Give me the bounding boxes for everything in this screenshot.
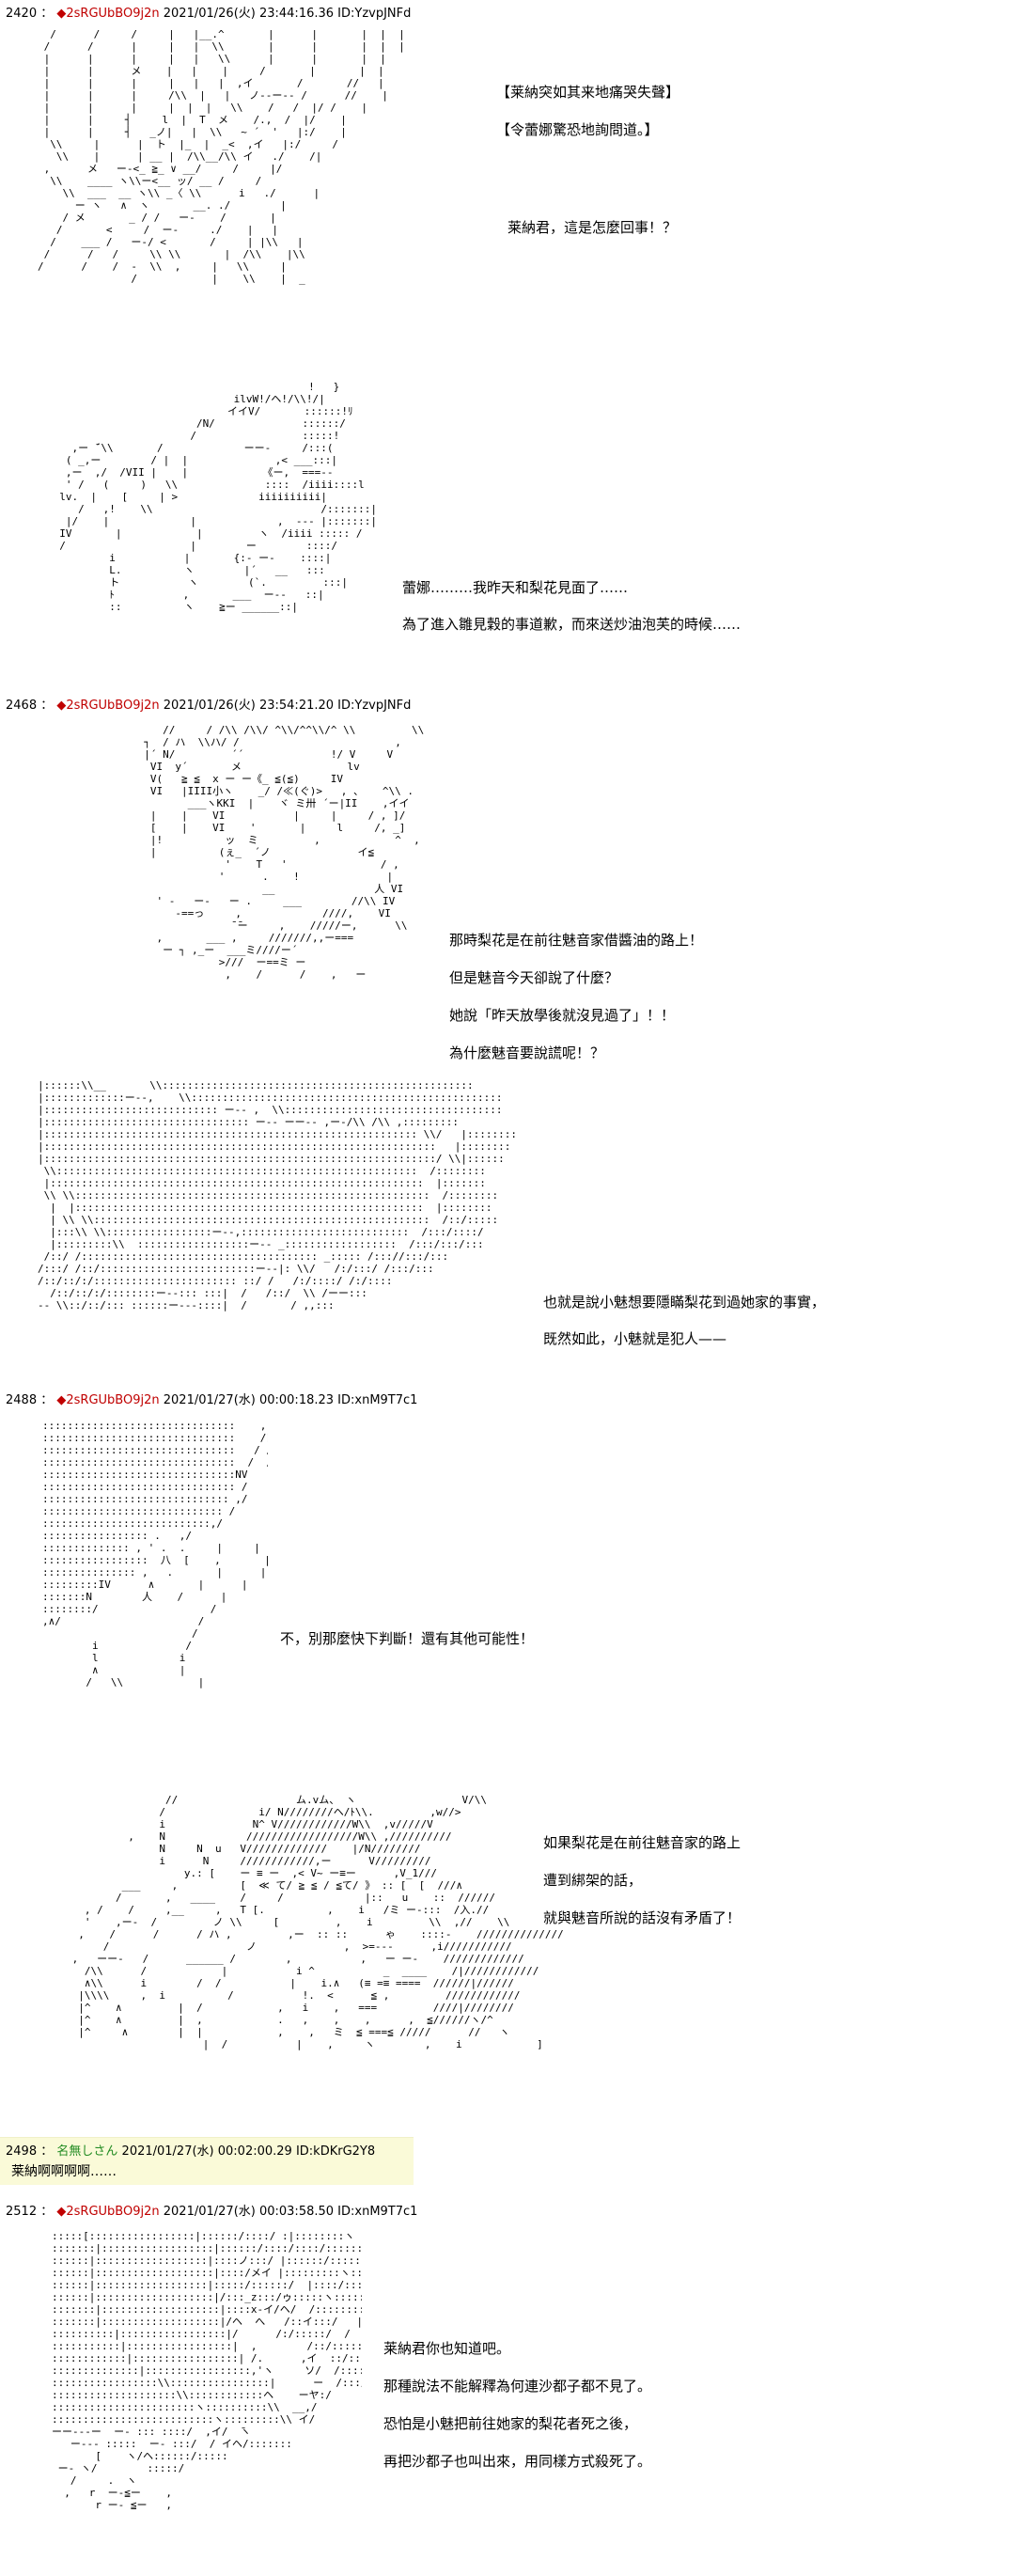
post-number[interactable]: 2498	[6, 2144, 38, 2159]
ascii-art-keiichi-shocked: // / /\\ /\\/ ^\\/^^\\/^ \\ \\ ┐ / ハ \\ハ…	[144, 724, 425, 981]
ascii-art-keiichi-pointing: ::::::::::::::::::::::::::::::: ,トj ::::…	[42, 1420, 268, 1689]
post-header: 2488 ： ◆2sRGUbBO9j2n 2021/01/27(水) 00:00…	[6, 1392, 417, 1409]
ascii-art-rena-background: |::::::\\__ \\::::::::::::::::::::::::::…	[38, 1079, 517, 1312]
post-date-id: 2021/01/26(火) 23:44:16.36 ID:YzvpJNFd	[163, 7, 412, 21]
dialogue-line: 再把沙都子也叫出來，用同樣方式殺死了。	[383, 2453, 652, 2470]
separator: ：	[40, 2205, 54, 2219]
post-header: 2498 ： 名無しさん 2021/01/27(水) 00:02:00.29 I…	[6, 2144, 375, 2160]
dialogue-line: 【莱納突如其来地痛哭失聲】	[496, 84, 680, 101]
dialogue-line: 那時梨花是在前往魅音家借醬油的路上！	[449, 932, 704, 949]
dialogue-line: 但是魅音今天卻說了什麼？	[449, 969, 619, 986]
separator: ：	[40, 1393, 54, 1407]
post-header: 2468 ： ◆2sRGUbBO9j2n 2021/01/26(火) 23:54…	[6, 698, 411, 715]
dialogue-line: 就與魅音所說的話沒有矛盾了！	[543, 1909, 742, 1926]
post-number[interactable]: 2468	[6, 699, 38, 713]
dialogue-line: 蕾娜………我昨天和梨花見面了……	[402, 579, 629, 596]
post-number[interactable]: 2420	[6, 7, 38, 21]
dialogue-line: 遭到綁架的話，	[543, 1872, 643, 1889]
dialogue-line: 為什麼魅音要說謊呢！？	[449, 1045, 605, 1061]
ascii-art-rena-face: ! } ilvW!/ヘ!/\\!/| イイV/ ::::::!ﾘ /N/ :::…	[59, 381, 377, 613]
separator: ：	[40, 699, 54, 713]
poster-trip[interactable]: ◆2sRGUbBO9j2n	[56, 2205, 160, 2219]
post-header: 2512 ： ◆2sRGUbBO9j2n 2021/01/27(水) 00:03…	[6, 2204, 417, 2221]
dialogue-line: 為了進入雛見穀的事道歉，而來送炒油泡芙的時候……	[402, 616, 742, 633]
poster-name: 名無しさん	[56, 2144, 118, 2159]
separator: ：	[40, 7, 54, 21]
dialogue-line: 那種說法不能解釋為何連沙都子都不見了。	[383, 2378, 652, 2395]
ascii-art-rena-speaking: :::::[:::::::::::::::::|::::::/::::/ :|:…	[52, 2230, 362, 2511]
dialogue-line: 莱納君你也知道吧。	[383, 2340, 511, 2357]
dialogue-line: 既然如此，小魅就是犯人——	[543, 1330, 727, 1347]
dialogue-line: 也就是說小魅想要隱瞞梨花到過她家的事實，	[543, 1294, 826, 1311]
ascii-art-rena-crying: / / / | |__.^ | | | | | / / | | | \\ | |…	[38, 28, 405, 285]
dialogue-line: 莱納君，這是怎麼回事！？	[508, 219, 678, 236]
reply-body: 莱納啊啊啊啊……	[11, 2164, 117, 2179]
post-header: 2420 ： ◆2sRGUbBO9j2n 2021/01/26(火) 23:44…	[6, 6, 411, 23]
poster-trip[interactable]: ◆2sRGUbBO9j2n	[56, 1393, 160, 1407]
dialogue-line: 如果梨花是在前往魅音家的路上	[543, 1834, 742, 1851]
post-number[interactable]: 2512	[6, 2205, 38, 2219]
post-number[interactable]: 2488	[6, 1393, 38, 1407]
poster-trip[interactable]: ◆2sRGUbBO9j2n	[56, 699, 160, 713]
dialogue-line: 她說「昨天放學後就沒見過了」！！	[449, 1007, 676, 1024]
post-date-id: 2021/01/27(水) 00:03:58.50 ID:xnM9T7c1	[163, 2205, 418, 2219]
ascii-art-keiichi-thinking: // ム.vム、 ヽ V/\\ / i/ N////////ヘ/ﾄ\\. ,w/…	[71, 1794, 564, 2050]
post-date-id: 2021/01/27(水) 00:02:00.29 ID:kDKrG2Y8	[121, 2144, 376, 2159]
poster-trip[interactable]: ◆2sRGUbBO9j2n	[56, 7, 160, 21]
post-date-id: 2021/01/26(火) 23:54:21.20 ID:YzvpJNFd	[163, 699, 412, 713]
dialogue-line: 【令蕾娜驚恐地詢問道。】	[496, 121, 659, 138]
separator: ：	[40, 2144, 54, 2159]
reply-box: 2498 ： 名無しさん 2021/01/27(水) 00:02:00.29 I…	[0, 2137, 414, 2185]
dialogue-line: 恐怕是小魅把前往她家的梨花者死之後，	[383, 2415, 638, 2432]
dialogue-line: 不，別那麼快下判斷！還有其他可能性！	[280, 1630, 535, 1647]
post-date-id: 2021/01/27(水) 00:00:18.23 ID:xnM9T7c1	[163, 1393, 418, 1407]
